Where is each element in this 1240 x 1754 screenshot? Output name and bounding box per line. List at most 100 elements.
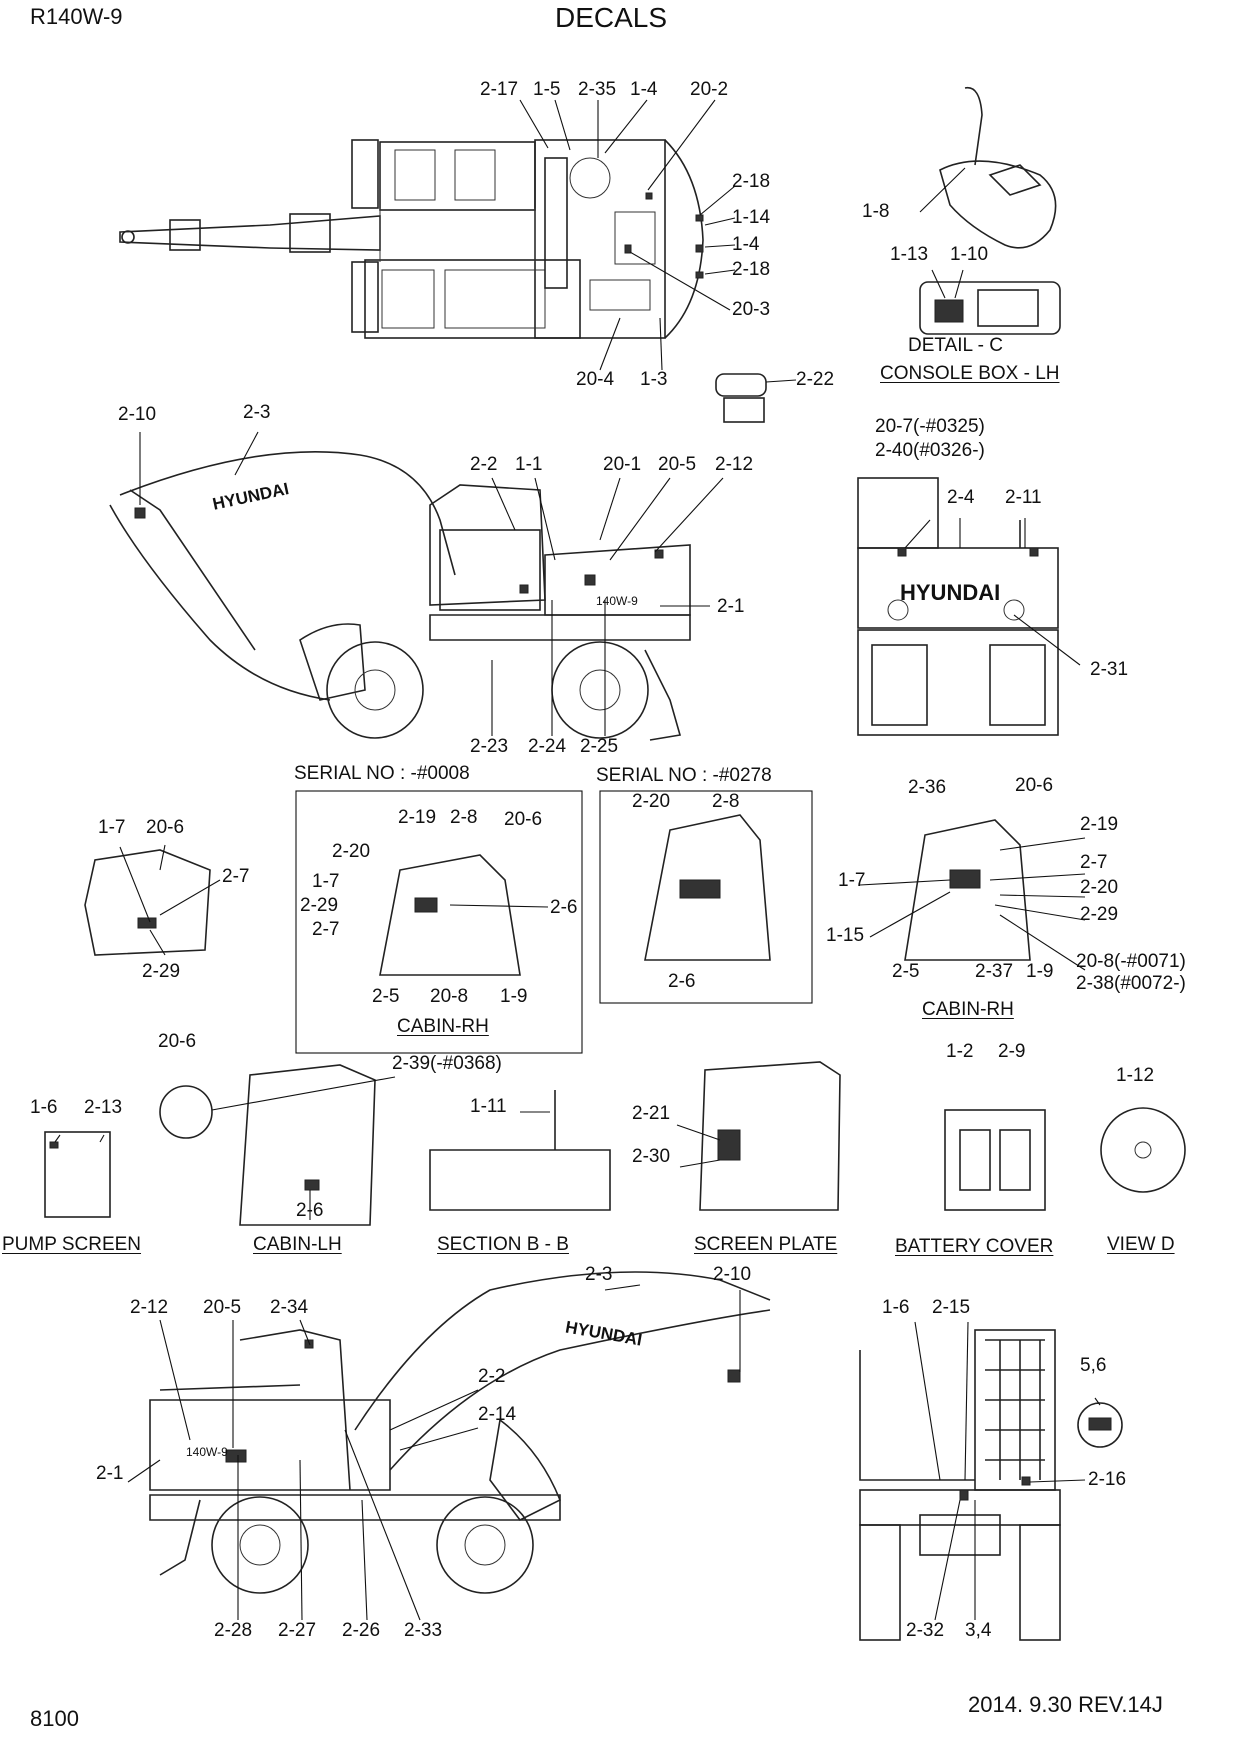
callout-2-29-c: 2-29	[1080, 904, 1119, 925]
callout-2-21: 2-21	[632, 1103, 671, 1124]
callout-2-5-a: 2-5	[372, 986, 400, 1007]
callout-20-8-b: 20-8(-#0071)	[1076, 951, 1186, 972]
callout-2-20-b: 2-20	[632, 791, 671, 812]
front-view-machine	[859, 1329, 1123, 1641]
page-number: 8100	[30, 1706, 79, 1731]
callout-1-4-side: 1-4	[732, 234, 760, 255]
callout-2-30: 2-30	[632, 1146, 671, 1167]
callout-1-7-c: 1-7	[838, 870, 866, 891]
callout-2-7-c: 2-7	[1080, 852, 1108, 873]
callout-1-2: 1-2	[946, 1041, 974, 1062]
callout-2-37: 2-37	[975, 961, 1014, 982]
callout-1-6-b: 1-6	[882, 1297, 910, 1318]
callout-2-8-b: 2-8	[712, 791, 740, 812]
callout-2-19-b: 2-19	[1080, 814, 1119, 835]
model-decal-rh: 140W-9	[186, 1445, 228, 1459]
revision-stamp: 2014. 9.30 REV.14J	[968, 1692, 1163, 1717]
side-view-machine-rh	[149, 1271, 771, 1594]
callout-2-5-b: 2-5	[892, 961, 920, 982]
callout-1-14: 1-14	[732, 207, 771, 228]
callout-2-9: 2-9	[998, 1041, 1026, 1062]
callout-2-1: 2-1	[717, 596, 745, 617]
callout-2-17: 2-17	[480, 79, 519, 100]
callout-2-13: 2-13	[84, 1097, 123, 1118]
callout-2-19-a: 2-19	[398, 807, 437, 828]
callout-2-39: 2-39(-#0368)	[392, 1053, 502, 1074]
model-code: R140W-9	[30, 4, 123, 29]
callout-1-10: 1-10	[950, 244, 989, 265]
page-title: DECALS	[555, 2, 668, 33]
callout-1-4-top: 1-4	[630, 79, 658, 100]
callout-20-6-b: 20-6	[504, 809, 543, 830]
callout-2-29-b: 2-29	[300, 895, 339, 916]
callout-20-3: 20-3	[732, 299, 771, 320]
callout-20-1: 20-1	[603, 454, 642, 475]
callout-2-29-a: 2-29	[142, 961, 181, 982]
view-title-battery-cover: BATTERY COVER	[895, 1236, 1054, 1257]
callout-2-24: 2-24	[528, 736, 567, 757]
view-title-cabin-rh-a: CABIN-RH	[397, 1016, 489, 1037]
view-title-serial-b: SERIAL NO : -#0278	[596, 765, 772, 786]
callout-1-11: 1-11	[470, 1096, 507, 1117]
callout-1-15: 1-15	[826, 925, 865, 946]
callout-1-7-a: 1-7	[98, 817, 126, 838]
callout-3-4: 3,4	[965, 1620, 992, 1641]
callout-2-28: 2-28	[214, 1620, 253, 1641]
callout-2-18-a: 2-18	[732, 171, 771, 192]
callout-1-3: 1-3	[640, 369, 668, 390]
view-title-detail-c: DETAIL - C	[908, 335, 1004, 356]
callout-2-3: 2-3	[243, 402, 271, 423]
callout-20-6-c: 20-6	[1015, 775, 1054, 796]
callout-1-9-b: 1-9	[1026, 961, 1054, 982]
callout-leaders	[54, 99, 1101, 1621]
callout-2-1-b: 2-1	[96, 1463, 124, 1484]
view-title-section-bb: SECTION B - B	[437, 1234, 569, 1255]
callout-2-20-c: 2-20	[1080, 877, 1119, 898]
callout-2-4: 2-4	[947, 487, 975, 508]
detail-views-row	[44, 1061, 1186, 1226]
callout-20-5-b: 20-5	[203, 1297, 242, 1318]
callout-1-6-a: 1-6	[30, 1097, 58, 1118]
callout-1-13: 1-13	[890, 244, 929, 265]
callout-2-40: 2-40(#0326-)	[875, 440, 985, 461]
callout-2-10-b: 2-10	[713, 1264, 752, 1285]
callout-2-2: 2-2	[470, 454, 498, 475]
callout-1-9-a: 1-9	[500, 986, 528, 1007]
callout-2-7-a: 2-7	[222, 866, 250, 887]
callout-2-22: 2-22	[796, 369, 835, 390]
callout-2-25: 2-25	[580, 736, 619, 757]
callout-20-6-d: 20-6	[158, 1031, 197, 1052]
callout-2-35: 2-35	[578, 79, 617, 100]
view-title-view-d: VIEW D	[1107, 1234, 1175, 1255]
view-title-cabin-rh-b: CABIN-RH	[922, 999, 1014, 1020]
callout-1-8: 1-8	[862, 201, 890, 222]
callout-2-6-a: 2-6	[550, 897, 578, 918]
callout-2-14: 2-14	[478, 1404, 517, 1425]
view-title-screen-plate: SCREEN PLATE	[694, 1234, 838, 1255]
callout-2-26: 2-26	[342, 1620, 381, 1641]
callout-2-18-b: 2-18	[732, 259, 771, 280]
callout-2-23: 2-23	[470, 736, 509, 757]
callout-2-2-b: 2-2	[478, 1366, 506, 1387]
callout-1-1: 1-1	[515, 454, 543, 475]
callout-1-12: 1-12	[1116, 1065, 1155, 1086]
callout-20-4: 20-4	[576, 369, 615, 390]
callout-20-2: 20-2	[690, 79, 729, 100]
callout-2-3-b: 2-3	[585, 1264, 613, 1285]
callout-20-8-a: 20-8	[430, 986, 469, 1007]
callout-20-6-a: 20-6	[146, 817, 185, 838]
cabin-interior-views	[84, 790, 1031, 1054]
callout-20-7: 20-7(-#0325)	[875, 416, 985, 437]
joystick-and-console	[715, 86, 1061, 423]
callout-2-16: 2-16	[1088, 1469, 1127, 1490]
callout-2-10: 2-10	[118, 404, 157, 425]
callout-2-20-a: 2-20	[332, 841, 371, 862]
callout-2-11: 2-11	[1005, 487, 1042, 508]
callout-2-34: 2-34	[270, 1297, 309, 1318]
callout-2-36: 2-36	[908, 777, 947, 798]
callout-5-6: 5,6	[1080, 1355, 1107, 1376]
brand-decal-rear: HYUNDAI	[900, 580, 1001, 605]
callout-2-6-b: 2-6	[668, 971, 696, 992]
callout-2-31: 2-31	[1090, 659, 1129, 680]
